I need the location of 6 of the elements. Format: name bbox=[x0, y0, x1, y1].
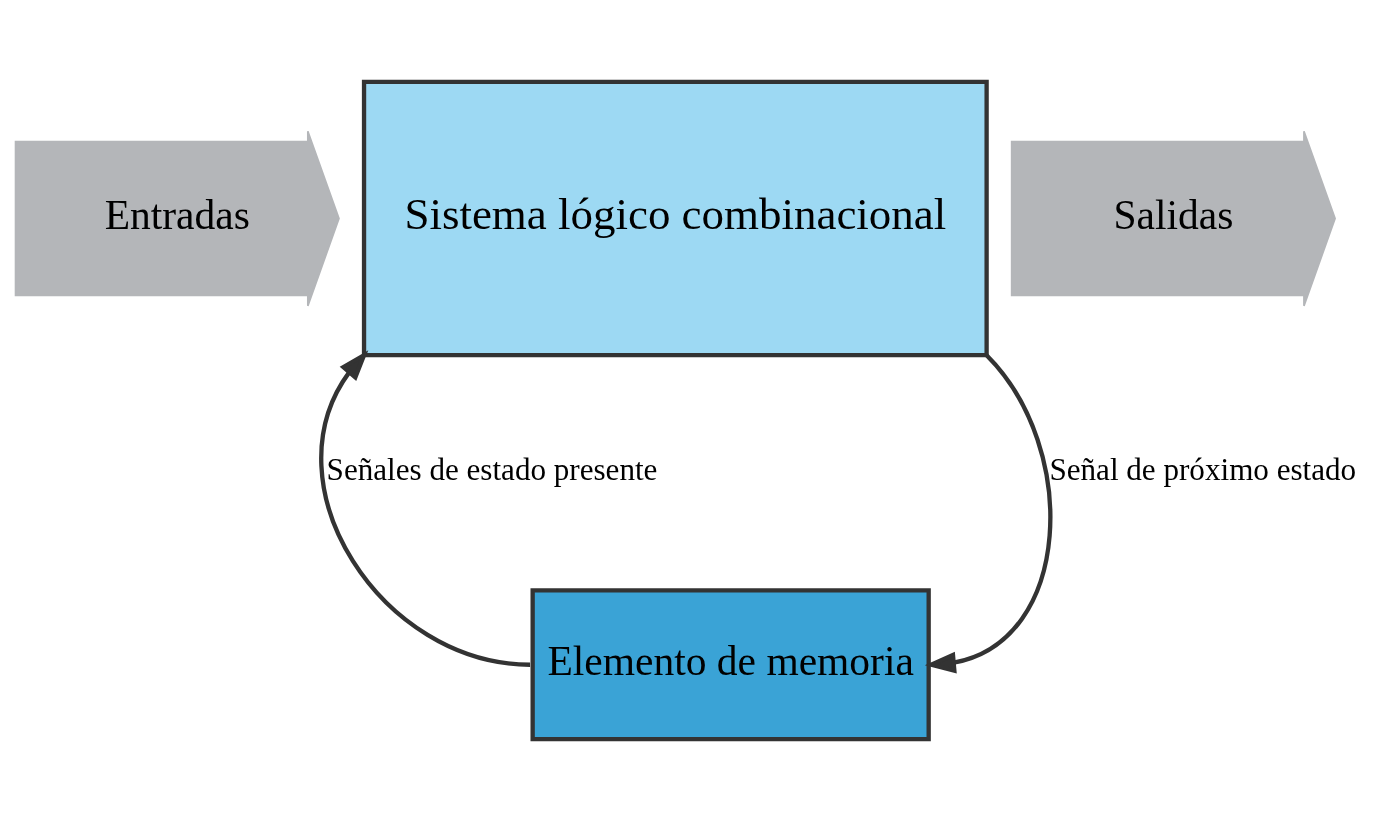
arrow bbox=[319, 350, 531, 667]
node-box: Elemento de memoria bbox=[530, 588, 931, 742]
node-box: Sistema lógico combinacional bbox=[361, 79, 989, 358]
edge-label: Señales de estado presente bbox=[326, 452, 658, 488]
arrow bbox=[924, 353, 1053, 674]
edge-label: Señal de próximo estado bbox=[1049, 452, 1357, 488]
